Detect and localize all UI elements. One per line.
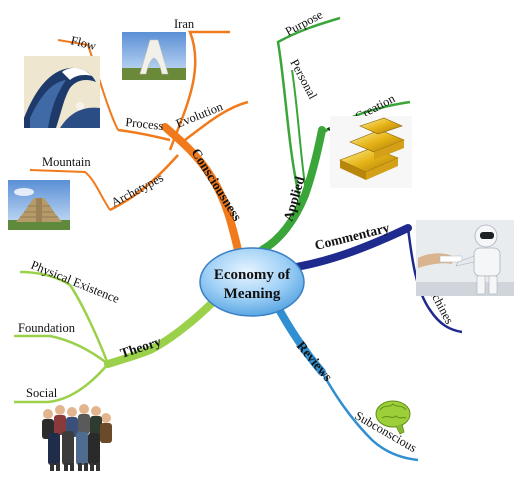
- connector-evolution: [184, 100, 249, 141]
- theory-trunk: [104, 296, 219, 368]
- commentary-trunk: [286, 224, 412, 272]
- connector-social: [14, 363, 109, 404]
- leaf-purpose: Purpose: [283, 7, 326, 38]
- leaf-social: Social: [26, 386, 58, 400]
- leaf-process: Process: [125, 115, 165, 133]
- leaf-archetypes: Archetypes: [109, 171, 166, 210]
- connector-iran: [168, 30, 230, 151]
- branch-reviews: Reviews Subconscious: [271, 298, 419, 462]
- leaf-foundation: Foundation: [18, 321, 76, 335]
- gold-bars-photo: [330, 116, 412, 188]
- leaf-personal: Personal: [287, 57, 320, 102]
- mayan-pyramid-photo: [8, 180, 70, 230]
- center-node: Economy of Meaning: [199, 247, 305, 317]
- azadi-tower-photo: [122, 32, 186, 80]
- branch-label-consciousness: Consciousness: [188, 146, 244, 224]
- connector-physical-existence: [19, 270, 110, 365]
- connector-subconscious: [320, 371, 419, 462]
- consciousness-trunk: [161, 123, 242, 254]
- leaf-mountain: Mountain: [42, 155, 91, 169]
- brain-icon: [375, 400, 411, 435]
- connector-foundation: [14, 334, 109, 365]
- leaf-flow: Flow: [69, 33, 97, 53]
- leaf-evolution: Evolution: [174, 99, 226, 131]
- connector-personal: [291, 69, 306, 186]
- group-of-people-photo: [42, 404, 112, 471]
- leaf-physical-existence: Physical Existence: [29, 258, 122, 306]
- branch-label-reviews: Reviews: [294, 338, 336, 384]
- connector-flow: [57, 39, 119, 131]
- connector-purpose: [276, 16, 341, 201]
- great-wave-painting: [24, 56, 100, 128]
- leaf-iran: Iran: [174, 17, 195, 31]
- connector-process: [117, 128, 171, 142]
- branch-theory: Theory Physical Existence Foundation Soc…: [14, 258, 219, 404]
- applied-trunk: [258, 126, 326, 254]
- connector-archetypes: [109, 154, 179, 212]
- center-title-line1: Economy of: [214, 267, 291, 283]
- connector-value-creation: [319, 100, 411, 137]
- connector-mountain: [29, 169, 111, 211]
- connector-machines: [406, 227, 463, 334]
- humanoid-robot-photo: [416, 220, 514, 296]
- center-title-line2: Meaning: [224, 286, 281, 302]
